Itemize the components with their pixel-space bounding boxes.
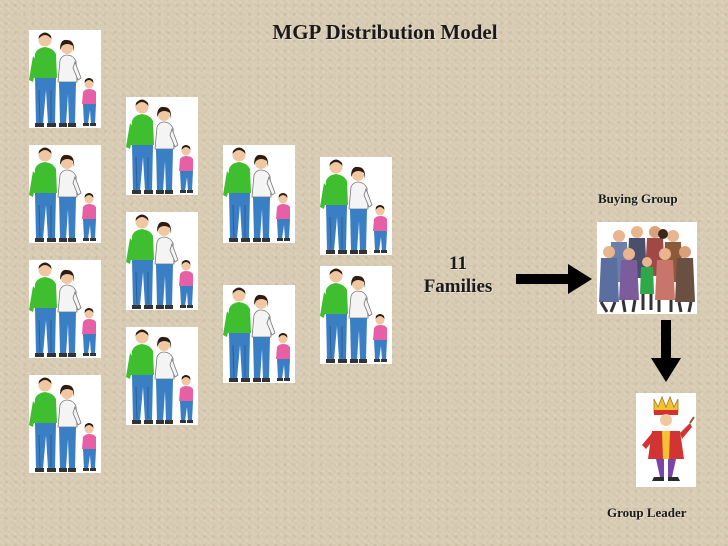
- buying-group-crowd-icon: [597, 222, 697, 314]
- families-count-label: 11 Families: [408, 252, 508, 298]
- down-arrow-icon: [651, 320, 681, 382]
- right-arrow-icon: [516, 264, 592, 294]
- family-icon: [29, 145, 101, 243]
- family-icon: [29, 260, 101, 358]
- family-icon: [126, 212, 198, 310]
- family-icon: [126, 97, 198, 195]
- family-icon: [126, 327, 198, 425]
- family-icon: [320, 266, 392, 364]
- buying-group-label: Buying Group: [598, 191, 678, 206]
- diagram-title: MGP Distribution Model: [272, 20, 498, 44]
- family-icon: [320, 157, 392, 255]
- families-count-number: 11: [449, 253, 467, 274]
- family-icon: [223, 285, 295, 383]
- group-leader-king-icon: [636, 393, 696, 487]
- family-icon: [29, 30, 101, 128]
- families-count-word: Families: [423, 276, 493, 297]
- family-icon: [223, 145, 295, 243]
- group-leader-label: Group Leader: [607, 505, 687, 520]
- family-icon: [29, 375, 101, 473]
